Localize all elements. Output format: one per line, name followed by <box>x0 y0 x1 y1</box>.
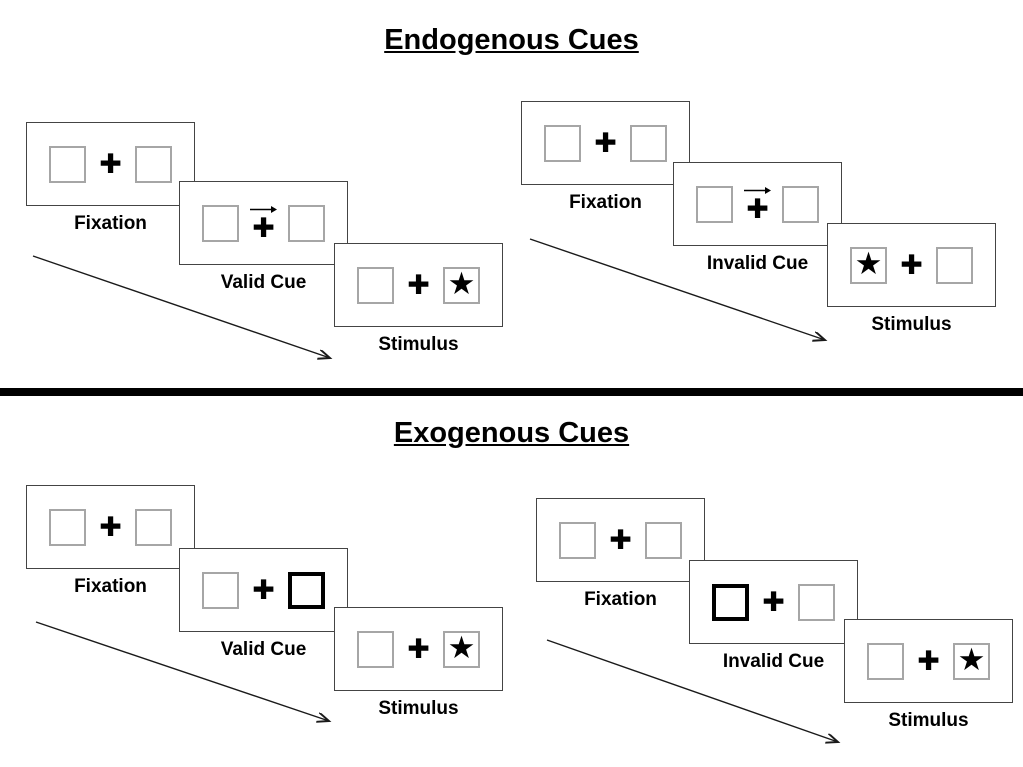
frame-label: Fixation <box>74 213 147 234</box>
fixation-cross-icon: ✚ <box>917 645 940 677</box>
fixation-cross-icon: ✚ <box>99 148 122 180</box>
fixation-cross-icon: ✚ <box>594 127 617 159</box>
right-box-cued <box>288 571 325 609</box>
right-box: ★ <box>443 265 480 304</box>
endogenous-section-title: Endogenous Cues <box>384 24 639 56</box>
frame-label: Stimulus <box>888 710 969 731</box>
right-box <box>135 145 172 183</box>
fixation-cross-icon: ✚ <box>609 524 632 556</box>
frame-endo-invalid-stimulus: ★ ✚ Stimulus <box>827 223 996 336</box>
fixation-cross-icon: ✚ <box>407 269 430 301</box>
right-box <box>936 246 973 284</box>
screen-panel: ✚ ★ <box>844 619 1013 703</box>
frame-label: Valid Cue <box>220 639 307 660</box>
frame-endo-invalid-cue: ✚ Invalid Cue <box>673 162 842 275</box>
section-divider <box>0 388 1023 396</box>
frame-exo-invalid-fixation: ✚ Fixation <box>536 498 705 611</box>
left-box <box>202 571 239 609</box>
frame-label: Fixation <box>584 589 657 610</box>
star-icon: ★ <box>447 629 476 666</box>
screen-panel: ✚ <box>536 498 705 582</box>
fixation-cross-icon: ✚ <box>252 574 275 606</box>
frame-endo-invalid-fixation: ✚ Fixation <box>521 101 690 214</box>
screen-panel: ✚ <box>179 548 348 632</box>
right-box: ★ <box>443 629 480 668</box>
right-box <box>798 583 835 621</box>
left-box-cued <box>712 583 749 621</box>
star-icon: ★ <box>447 265 476 302</box>
fixation-cross-icon: ✚ <box>900 249 923 281</box>
frame-label: Stimulus <box>871 314 952 335</box>
fixation-cross-icon: ✚ <box>746 193 769 225</box>
cue-arrow-icon <box>743 186 771 194</box>
screen-panel: ✚ ★ <box>334 607 503 691</box>
right-box <box>782 185 819 223</box>
left-box <box>49 508 86 546</box>
screen-panel: ✚ <box>26 122 195 206</box>
frame-label: Stimulus <box>378 334 459 355</box>
fixation-cross-icon: ✚ <box>99 511 122 543</box>
fixation-cross-icon: ✚ <box>407 633 430 665</box>
screen-panel: ✚ <box>179 181 348 265</box>
right-box <box>135 508 172 546</box>
frame-endo-valid-stimulus: ✚ ★ Stimulus <box>334 243 503 356</box>
frame-label: Valid Cue <box>220 272 307 293</box>
right-box <box>288 204 325 242</box>
screen-panel: ✚ <box>689 560 858 644</box>
right-box <box>630 124 667 162</box>
left-box <box>544 124 581 162</box>
frame-exo-valid-stimulus: ✚ ★ Stimulus <box>334 607 503 720</box>
left-box <box>202 204 239 242</box>
left-box <box>559 521 596 559</box>
frame-exo-invalid-cue: ✚ Invalid Cue <box>689 560 858 673</box>
screen-panel: ✚ <box>26 485 195 569</box>
right-box <box>645 521 682 559</box>
left-box <box>357 266 394 304</box>
frame-label: Fixation <box>569 192 642 213</box>
screen-panel: ★ ✚ <box>827 223 996 307</box>
left-box <box>867 642 904 680</box>
screen-panel: ✚ <box>673 162 842 246</box>
fixation-cross-icon: ✚ <box>762 586 785 618</box>
screen-panel: ✚ ★ <box>334 243 503 327</box>
right-box: ★ <box>953 641 990 680</box>
frame-label: Fixation <box>74 576 147 597</box>
star-icon: ★ <box>854 245 883 282</box>
frame-label: Invalid Cue <box>706 253 809 274</box>
fixation-cross-icon: ✚ <box>252 212 275 244</box>
left-box <box>696 185 733 223</box>
frame-endo-valid-cue: ✚ Valid Cue <box>179 181 348 294</box>
frame-label: Invalid Cue <box>722 651 825 672</box>
frame-label: Stimulus <box>378 698 459 719</box>
star-icon: ★ <box>957 641 986 678</box>
frame-exo-valid-cue: ✚ Valid Cue <box>179 548 348 661</box>
exogenous-section-title: Exogenous Cues <box>393 417 630 449</box>
frame-exo-valid-fixation: ✚ Fixation <box>26 485 195 598</box>
frame-exo-invalid-stimulus: ✚ ★ Stimulus <box>844 619 1013 732</box>
left-box <box>49 145 86 183</box>
left-box: ★ <box>850 245 887 284</box>
screen-panel: ✚ <box>521 101 690 185</box>
cue-arrow-icon <box>249 205 277 213</box>
frame-endo-valid-fixation: ✚ Fixation <box>26 122 195 235</box>
left-box <box>357 630 394 668</box>
